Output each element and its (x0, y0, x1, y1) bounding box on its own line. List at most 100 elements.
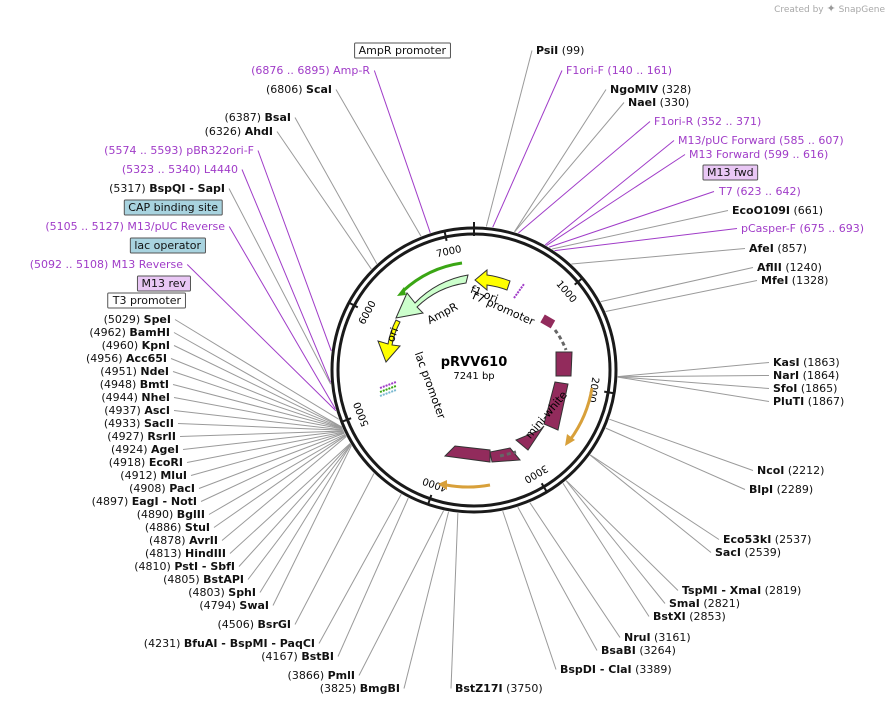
enzyme-label-psti-sbfi[interactable]: (4810) PstI - SbfI (134, 560, 235, 573)
enzyme-label-mlui[interactable]: (4912) MluI (120, 469, 187, 482)
enzyme-label-scai[interactable]: (6806) ScaI (266, 83, 332, 96)
primer-label-m13-forward[interactable]: M13 Forward (599 .. 616) (689, 148, 828, 161)
site-name: SmaI (669, 597, 700, 610)
feature-label-t3-promoter[interactable]: T3 promoter (107, 292, 186, 309)
enzyme-label-agei[interactable]: (4924) AgeI (111, 443, 179, 456)
enzyme-label-stui[interactable]: (4886) StuI (145, 521, 210, 534)
enzyme-label-mfei[interactable]: MfeI (1328) (761, 274, 828, 287)
enzyme-label-bsai[interactable]: (6387) BsaI (224, 111, 291, 124)
enzyme-label-bstxi[interactable]: BstXI (2853) (653, 610, 726, 623)
primer-label-amp-r[interactable]: (6876 .. 6895) Amp-R (251, 64, 370, 77)
enzyme-label-sacii[interactable]: (4933) SacII (104, 417, 174, 430)
enzyme-label-ecori[interactable]: (4918) EcoRI (109, 456, 183, 469)
enzyme-label-asci[interactable]: (4937) AscI (104, 404, 170, 417)
enzyme-label-bmgbi[interactable]: (3825) BmgBI (320, 682, 400, 695)
enzyme-label-ecoo109i[interactable]: EcoO109I (661) (732, 204, 823, 217)
enzyme-label-rsrii[interactable]: (4927) RsrII (107, 430, 176, 443)
leader-line (502, 510, 557, 670)
enzyme-label-bstbi[interactable]: (4167) BstBI (261, 650, 334, 663)
leader-line (173, 345, 343, 428)
enzyme-label-swai[interactable]: (4794) SwaI (199, 599, 269, 612)
leader-line (172, 384, 343, 430)
primer-label-t7[interactable]: T7 (623 .. 642) (718, 185, 801, 198)
enzyme-label-sphi[interactable]: (4803) SphI (188, 586, 256, 599)
enzyme-label-bfuai-bspmi-paqci[interactable]: (4231) BfuAI - BspMI - PaqCI (144, 637, 315, 650)
enzyme-label-kpni[interactable]: (4960) KpnI (102, 339, 170, 352)
primer-label-m13-puc-reverse[interactable]: (5105 .. 5127) M13/pUC Reverse (45, 220, 225, 233)
enzyme-label-blpi[interactable]: BlpI (2289) (749, 483, 813, 496)
enzyme-label-bspqi-sapi[interactable]: (5317) BspQI - SapI (109, 182, 225, 195)
enzyme-label-psii[interactable]: PsiI (99) (536, 44, 584, 57)
enzyme-label-aflii[interactable]: AflII (1240) (757, 261, 822, 274)
site-position: (5574 .. 5593) (104, 144, 186, 157)
enzyme-label-bmti[interactable]: (4948) BmtI (100, 378, 169, 391)
feature-label-ampr-promoter[interactable]: AmpR promoter (354, 42, 451, 59)
enzyme-label-acc65i[interactable]: (4956) Acc65I (86, 352, 167, 365)
enzyme-label-bstz17i[interactable]: BstZ17I (3750) (455, 682, 543, 695)
primer-label-m13-rev[interactable]: M13 rev (136, 275, 191, 292)
enzyme-label-ahdi[interactable]: (6326) AhdI (205, 125, 273, 138)
site-position: (4890) (137, 508, 177, 521)
site-name: AhdI (245, 125, 273, 138)
primer-label-m13-fwd[interactable]: M13 fwd (702, 164, 759, 181)
enzyme-label-kasi[interactable]: KasI (1863) (773, 356, 840, 369)
enzyme-label-naei[interactable]: NaeI (330) (628, 96, 689, 109)
site-name: M13/pUC Reverse (127, 220, 225, 233)
site-position: (3264) (636, 644, 676, 657)
enzyme-label-bglii[interactable]: (4890) BglII (137, 508, 205, 521)
enzyme-label-afei[interactable]: AfeI (857) (749, 242, 807, 255)
feature-ampr[interactable]: AmpR (395, 261, 469, 327)
site-label-text: M13 fwd (707, 166, 754, 179)
enzyme-label-pmli[interactable]: (3866) PmlI (288, 669, 355, 682)
feature-label-cap-binding-site[interactable]: CAP binding site (123, 199, 223, 216)
site-name: NaeI (628, 96, 656, 109)
primer-label-pbr322ori-f[interactable]: (5574 .. 5593) pBR322ori-F (104, 144, 254, 157)
site-name: BspDI - ClaI (560, 663, 632, 676)
enzyme-label-saci[interactable]: SacI (2539) (715, 546, 781, 559)
primer-label-m13-reverse[interactable]: (5092 .. 5108) M13 Reverse (30, 258, 183, 271)
enzyme-label-bsabi[interactable]: BsaBI (3264) (601, 644, 676, 657)
enzyme-label-bamhi[interactable]: (4962) BamHI (89, 326, 170, 339)
primer-label-pcasper-f[interactable]: pCasper-F (675 .. 693) (741, 222, 864, 235)
site-position: (623 .. 642) (733, 185, 801, 198)
enzyme-label-sfoi[interactable]: SfoI (1865) (773, 382, 837, 395)
feature-label-lac-operator[interactable]: lac operator (129, 237, 206, 254)
enzyme-label-bspdi-clai[interactable]: BspDI - ClaI (3389) (560, 663, 672, 676)
site-label-text: (4933) SacII (104, 417, 174, 430)
enzyme-label-nhei[interactable]: (4944) NheI (101, 391, 170, 404)
enzyme-label-bsrgi[interactable]: (4506) BsrGI (217, 618, 291, 631)
enzyme-label-hindiii[interactable]: (4813) HindIII (145, 547, 226, 560)
site-position: (2539) (741, 546, 781, 559)
feature-ori[interactable]: ori (377, 319, 401, 363)
enzyme-label-ncoi[interactable]: NcoI (2212) (757, 464, 824, 477)
leader-line (190, 432, 345, 476)
primer-label-f1ori-f[interactable]: F1ori-F (140 .. 161) (566, 64, 672, 77)
enzyme-label-bstapi[interactable]: (4805) BstAPI (163, 573, 244, 586)
site-label-text: T3 promoter (112, 294, 182, 307)
enzyme-label-ndei[interactable]: (4951) NdeI (100, 365, 169, 378)
enzyme-label-pluti[interactable]: PluTI (1867) (773, 395, 844, 408)
primer-label-m13-puc-forward[interactable]: M13/pUC Forward (585 .. 607) (678, 134, 844, 147)
leader-line (358, 510, 445, 676)
site-name: BstXI (653, 610, 686, 623)
leader-line (373, 70, 431, 233)
enzyme-label-tspmi-xmai[interactable]: TspMI - XmaI (2819) (682, 584, 801, 597)
enzyme-label-avrii[interactable]: (4878) AvrII (149, 534, 218, 547)
enzyme-label-nari[interactable]: NarI (1864) (773, 369, 839, 382)
primer-label-l4440[interactable]: (5323 .. 5340) L4440 (122, 163, 238, 176)
site-name: F1ori-R (654, 115, 694, 128)
enzyme-label-spei[interactable]: (5029) SpeI (104, 313, 171, 326)
enzyme-label-ngomiv[interactable]: NgoMIV (328) (610, 83, 691, 96)
enzyme-label-nrui[interactable]: NruI (3161) (624, 631, 691, 644)
primer-label-f1ori-r[interactable]: F1ori-R (352 .. 371) (654, 115, 761, 128)
site-position: (4878) (149, 534, 189, 547)
enzyme-label-eagi-noti[interactable]: (4897) EagI - NotI (92, 495, 197, 508)
enzyme-label-smai[interactable]: SmaI (2821) (669, 597, 740, 610)
feature-mini-white[interactable]: mini-white (443, 314, 573, 463)
enzyme-label-paci[interactable]: (4908) PacI (129, 482, 195, 495)
site-label-text: PsiI (99) (536, 44, 584, 57)
enzyme-label-eco53ki[interactable]: Eco53kI (2537) (723, 533, 811, 546)
ampr-primer-arrow (401, 261, 463, 293)
site-name: SphI (228, 586, 256, 599)
site-name: BlpI (749, 483, 773, 496)
